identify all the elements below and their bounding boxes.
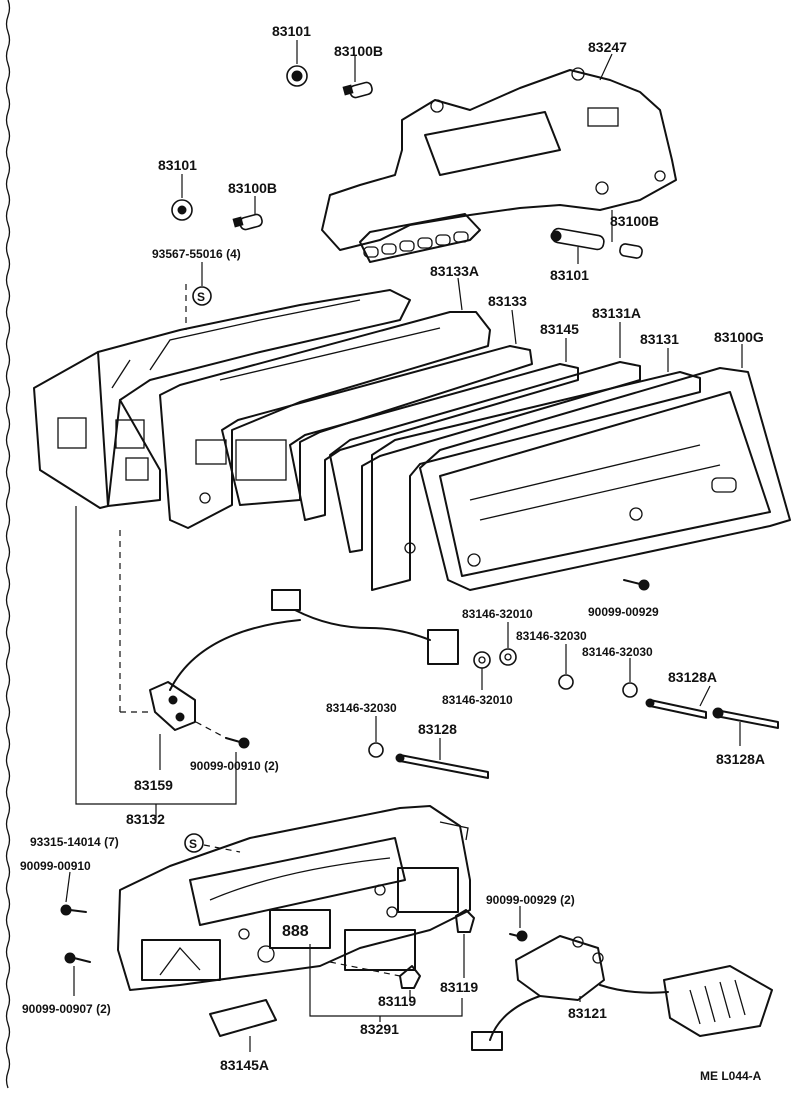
diagram-code: ME L044-A (700, 1069, 762, 1083)
rod-83128 (395, 753, 489, 779)
label-83128a-bottom: 83128A (716, 751, 765, 767)
label-83101-top: 83101 (272, 23, 311, 39)
plate-83145 (289, 363, 579, 521)
front-glass-83100g (419, 367, 791, 591)
bulb-socket-83101-top (286, 65, 308, 87)
bulb-83119-b (455, 909, 475, 933)
page-edge (5, 0, 11, 1089)
rod-83128a-1 (645, 698, 707, 719)
label-83133a: 83133A (430, 263, 479, 279)
switch-83121 (471, 930, 773, 1051)
label-83100b-left: 83100B (228, 180, 277, 196)
plate-83133 (221, 345, 533, 506)
label-83159: 83159 (134, 777, 173, 793)
bulb-83100b-top (342, 81, 373, 99)
label-90099-00929: 90099-00929 (588, 605, 659, 619)
label-83133: 83133 (488, 293, 527, 309)
label-83128: 83128 (418, 721, 457, 737)
label-83100b-right: 83100B (610, 213, 659, 229)
label-90099-00907: 90099-00907 (2) (22, 1002, 111, 1016)
label-93315-14014: 93315-14014 (7) (30, 835, 119, 849)
screw-90099-00910 (225, 737, 250, 749)
label-93567-55016: 93567-55016 (4) (152, 247, 241, 261)
label-83119-b: 83119 (440, 979, 478, 995)
nut-83146-32030-b (622, 682, 638, 698)
label-90099-00929-2: 90099-00929 (2) (486, 893, 575, 907)
label-83146-32030-a: 83146-32030 (516, 629, 587, 643)
screw-s-symbol: S (192, 286, 212, 306)
label-83101-right: 83101 (550, 267, 589, 283)
screw-s-symbol-2: S (184, 833, 204, 853)
nut-83146-32030-a (558, 674, 574, 690)
bracket-83247 (321, 67, 677, 263)
svg-text:S: S (189, 837, 197, 851)
rear-case (33, 289, 411, 509)
bulb-socket-83101-right (550, 227, 605, 251)
label-83132: 83132 (126, 811, 165, 827)
label-83131a: 83131A (592, 305, 641, 321)
label-83131: 83131 (640, 331, 679, 347)
bulb-83100b-right (619, 243, 643, 259)
nut-83146-32010-b (499, 648, 517, 666)
label-83121: 83121 (568, 1005, 607, 1021)
nut-83146-32030-c (368, 742, 384, 758)
lens-83145a (209, 999, 277, 1037)
screw-90099-00907 (64, 952, 91, 964)
label-83291: 83291 (360, 1021, 399, 1037)
plate-83131 (371, 371, 701, 591)
label-83100b-top: 83100B (334, 43, 383, 59)
label-83119-a: 83119 (378, 993, 416, 1009)
label-83145: 83145 (540, 321, 579, 337)
screw-90099-00929 (623, 579, 650, 591)
nut-83146-32010-a (473, 651, 491, 669)
socket-row (363, 231, 469, 258)
bulb-83100b-left (232, 213, 263, 231)
label-83247: 83247 (588, 39, 627, 55)
label-83146-32010-bottom: 83146-32010 (442, 693, 513, 707)
label-83100g: 83100G (714, 329, 764, 345)
harness-83159 (149, 589, 459, 731)
label-90099-00910-2: 90099-00910 (2) (190, 759, 279, 773)
bulb-83119-a (399, 965, 421, 989)
svg-text:S: S (197, 290, 205, 304)
label-83145a: 83145A (220, 1057, 269, 1073)
label-83146-32010-top: 83146-32010 (462, 607, 533, 621)
plate-83131a (329, 361, 641, 554)
plate-83133a (159, 311, 491, 529)
label-90099-00910: 90099-00910 (20, 859, 91, 873)
rod-83128a-2 (712, 707, 779, 729)
label-83146-32030-b: 83146-32030 (582, 645, 653, 659)
svg-text:888: 888 (282, 923, 309, 940)
label-83101-left: 83101 (158, 157, 197, 173)
label-83128a-top: 83128A (668, 669, 717, 685)
assembled-cluster: 888 (117, 805, 471, 991)
label-83146-32030-c: 83146-32030 (326, 701, 397, 715)
screw-90099-00910-b (60, 904, 87, 916)
bulb-socket-83101-left (171, 199, 193, 221)
